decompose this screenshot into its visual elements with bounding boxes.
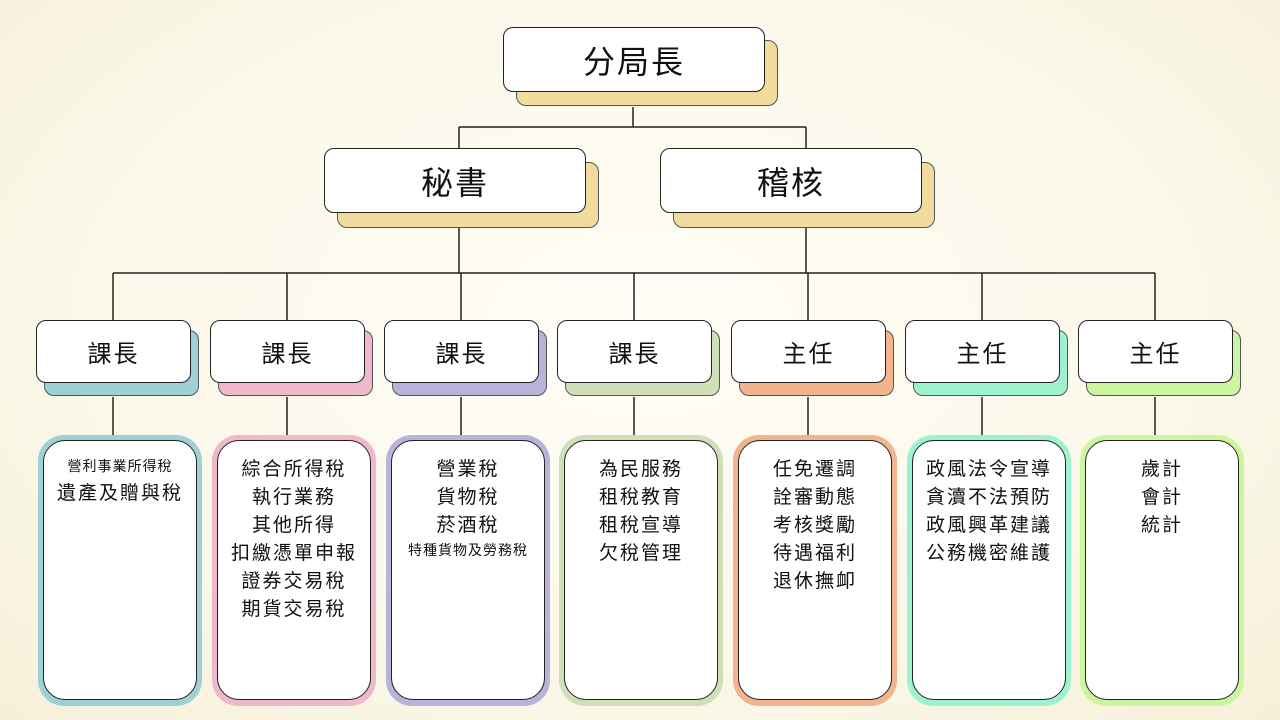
unit-detail-3: 營業稅貨物稅菸酒稅特種貨物及勞務稅 bbox=[386, 435, 550, 706]
unit-header-label: 主任 bbox=[731, 320, 886, 383]
unit-detail-item: 任免遷調 bbox=[772, 458, 857, 480]
unit-detail-7: 歲計會計統計 bbox=[1080, 435, 1244, 706]
staff-label-audit: 稽核 bbox=[660, 148, 922, 213]
unit-detail-item: 租稅教育 bbox=[598, 486, 683, 508]
unit-header-3: 課長 bbox=[384, 320, 548, 397]
unit-detail-list: 歲計會計統計 bbox=[1085, 440, 1239, 700]
unit-detail-2: 綜合所得稅執行業務其他所得扣繳憑單申報證券交易稅期貨交易稅 bbox=[212, 435, 376, 706]
staff-box-audit: 稽核 bbox=[660, 148, 936, 228]
unit-detail-item: 歲計 bbox=[1140, 458, 1183, 480]
unit-detail-item: 其他所得 bbox=[251, 514, 336, 536]
unit-detail-item: 特種貨物及勞務稅 bbox=[408, 543, 528, 559]
unit-detail-item: 扣繳憑單申報 bbox=[230, 542, 357, 564]
unit-header-label: 主任 bbox=[905, 320, 1060, 383]
unit-header-label: 課長 bbox=[36, 320, 191, 383]
unit-detail-1: 營利事業所得稅遺產及贈與稅 bbox=[38, 435, 202, 706]
unit-detail-item: 統計 bbox=[1140, 514, 1183, 536]
unit-detail-item: 期貨交易稅 bbox=[241, 598, 347, 620]
unit-header-label: 課長 bbox=[557, 320, 712, 383]
unit-header-6: 主任 bbox=[905, 320, 1069, 397]
chief-box: 分局長 bbox=[503, 27, 778, 107]
unit-detail-item: 政風興革建議 bbox=[925, 514, 1052, 536]
unit-header-5: 主任 bbox=[731, 320, 895, 397]
unit-detail-item: 貨物稅 bbox=[436, 486, 500, 508]
unit-header-4: 課長 bbox=[557, 320, 721, 397]
unit-detail-item: 遺產及贈與稅 bbox=[56, 482, 183, 504]
unit-detail-item: 詮審動態 bbox=[772, 486, 857, 508]
unit-detail-list: 為民服務租稅教育租稅宣導欠稅管理 bbox=[564, 440, 718, 700]
unit-detail-item: 考核獎勵 bbox=[772, 514, 857, 536]
unit-detail-list: 營利事業所得稅遺產及贈與稅 bbox=[43, 440, 197, 700]
unit-header-1: 課長 bbox=[36, 320, 200, 397]
chief-label: 分局長 bbox=[503, 27, 765, 92]
unit-header-7: 主任 bbox=[1078, 320, 1242, 397]
unit-detail-5: 任免遷調詮審動態考核獎勵待遇福利退休撫卹 bbox=[733, 435, 897, 706]
unit-detail-item: 政風法令宣導 bbox=[925, 458, 1052, 480]
unit-header-label: 課長 bbox=[210, 320, 365, 383]
staff-box-secretary: 秘書 bbox=[324, 148, 600, 228]
unit-detail-item: 租稅宣導 bbox=[598, 514, 683, 536]
unit-detail-item: 菸酒稅 bbox=[436, 514, 500, 536]
unit-detail-item: 綜合所得稅 bbox=[241, 458, 347, 480]
unit-header-2: 課長 bbox=[210, 320, 374, 397]
unit-detail-6: 政風法令宣導貪瀆不法預防政風興革建議公務機密維護 bbox=[907, 435, 1071, 706]
unit-detail-item: 會計 bbox=[1140, 486, 1183, 508]
unit-detail-4: 為民服務租稅教育租稅宣導欠稅管理 bbox=[559, 435, 723, 706]
unit-header-label: 主任 bbox=[1078, 320, 1233, 383]
unit-detail-item: 退休撫卹 bbox=[772, 570, 857, 592]
unit-detail-list: 政風法令宣導貪瀆不法預防政風興革建議公務機密維護 bbox=[912, 440, 1066, 700]
unit-detail-item: 營業稅 bbox=[436, 458, 500, 480]
unit-detail-item: 營利事業所得稅 bbox=[67, 459, 173, 475]
unit-detail-item: 執行業務 bbox=[251, 486, 336, 508]
unit-detail-item: 欠稅管理 bbox=[598, 542, 683, 564]
unit-detail-item: 公務機密維護 bbox=[925, 542, 1052, 564]
unit-detail-list: 任免遷調詮審動態考核獎勵待遇福利退休撫卹 bbox=[738, 440, 892, 700]
unit-detail-item: 貪瀆不法預防 bbox=[925, 486, 1052, 508]
unit-header-label: 課長 bbox=[384, 320, 539, 383]
unit-detail-item: 證券交易稅 bbox=[241, 570, 347, 592]
staff-label-secretary: 秘書 bbox=[324, 148, 586, 213]
unit-detail-list: 營業稅貨物稅菸酒稅特種貨物及勞務稅 bbox=[391, 440, 545, 700]
unit-detail-list: 綜合所得稅執行業務其他所得扣繳憑單申報證券交易稅期貨交易稅 bbox=[217, 440, 371, 700]
unit-detail-item: 為民服務 bbox=[598, 458, 683, 480]
unit-detail-item: 待遇福利 bbox=[772, 542, 857, 564]
